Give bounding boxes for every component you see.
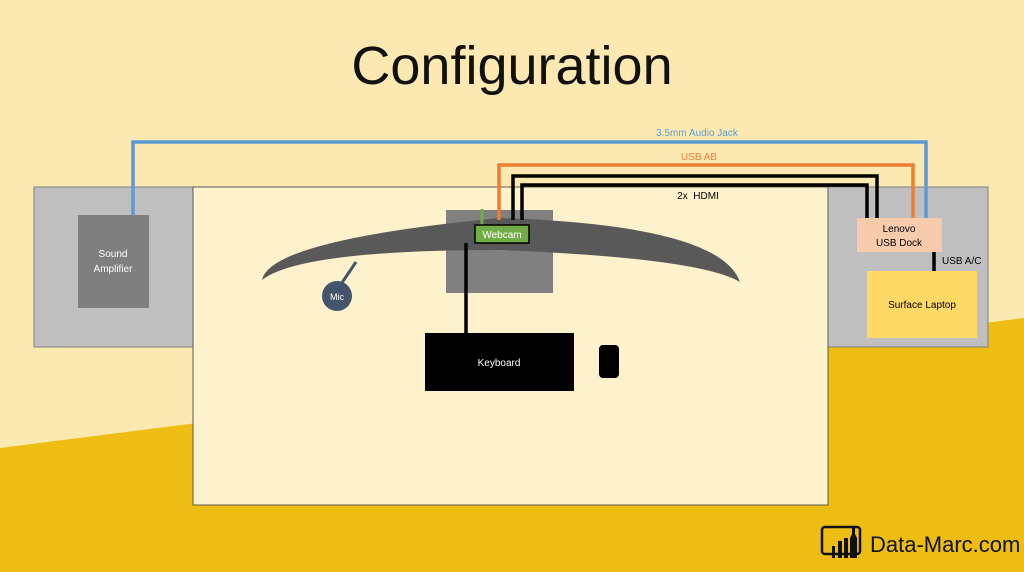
dock-label-1: Lenovo — [883, 224, 916, 235]
amplifier-label-1: Sound — [99, 249, 128, 260]
data-marc-logo-icon — [820, 525, 862, 558]
hdmi-cable-2 — [520, 183, 869, 220]
logo-text: Data-Marc.com — [870, 532, 1020, 557]
keyboard-label: Keyboard — [478, 358, 521, 369]
audio-cable — [131, 140, 928, 220]
mic — [322, 281, 352, 311]
usb-ab-label: USB AB — [681, 152, 717, 163]
surface-laptop — [867, 271, 977, 338]
laptop-label: Surface Laptop — [888, 300, 956, 311]
dock-label-2: USB Dock — [876, 238, 923, 249]
hdmi-label: 2x HDMI — [677, 191, 719, 202]
mouse — [599, 345, 619, 378]
hdmi-cable-1 — [511, 174, 879, 220]
audio-jack-label: 3.5mm Audio Jack — [656, 128, 739, 139]
curved-monitor — [262, 218, 740, 282]
keyboard — [425, 333, 574, 391]
lenovo-usb-dock — [857, 218, 942, 252]
usb-ab-cable — [497, 163, 915, 220]
webcam — [474, 224, 530, 244]
webcam-label: Webcam — [482, 230, 521, 241]
amplifier-label-2: Amplifier — [94, 264, 134, 275]
mic-label: Mic — [330, 292, 344, 302]
usb-ac-label: USB A/C — [942, 256, 981, 267]
sound-amplifier — [78, 215, 149, 308]
page-title: Configuration — [351, 36, 672, 96]
